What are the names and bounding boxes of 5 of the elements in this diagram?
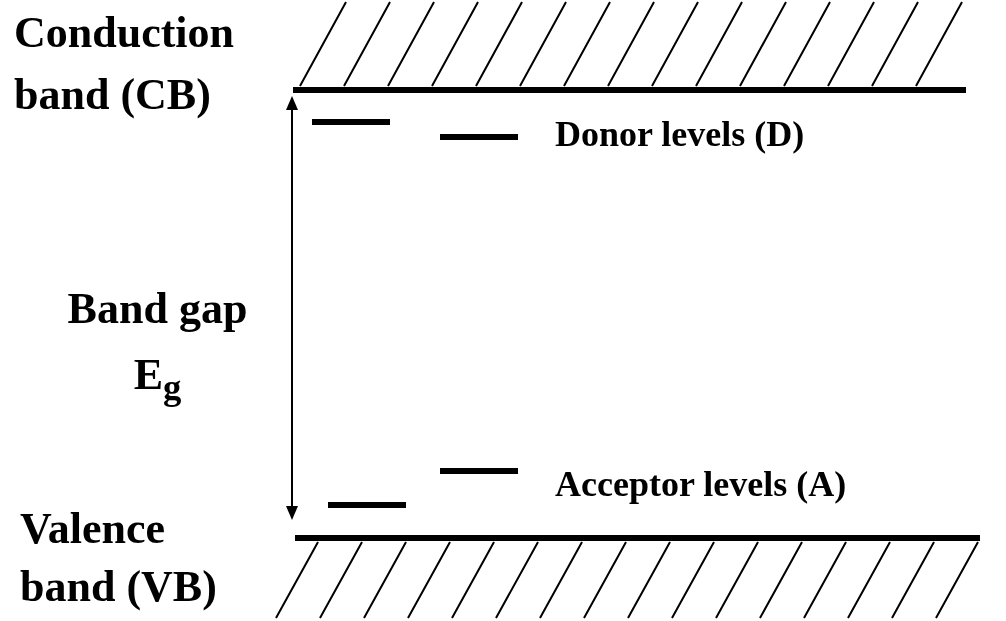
band-gap-label: Band gap E$_{g}$	[66, 283, 249, 409]
band-label: Conduction band (CB)	[14, 7, 236, 121]
level-label: Acceptor levels (A)	[555, 463, 848, 506]
band-label: Valence band (VB)	[20, 503, 218, 613]
level-label: Donor levels (D)	[555, 113, 806, 156]
